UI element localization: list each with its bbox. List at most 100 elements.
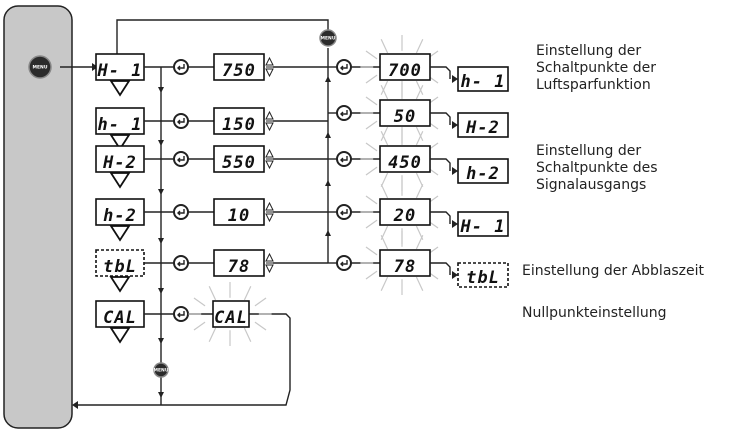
next-display-1: h- 1 bbox=[461, 72, 506, 92]
value-display-5-frame bbox=[213, 249, 265, 277]
enter-button-6[interactable] bbox=[173, 306, 189, 322]
value-adjust-4-down[interactable] bbox=[265, 213, 274, 223]
next-item-arrow-5[interactable] bbox=[109, 276, 131, 293]
confirm-button-2[interactable] bbox=[336, 105, 352, 121]
next-display-5: tbL bbox=[466, 268, 500, 288]
menu-button[interactable] bbox=[28, 55, 52, 79]
cal-blink-ray bbox=[193, 321, 206, 331]
result-display-4-frame bbox=[379, 198, 431, 226]
value-adjust-3-up[interactable] bbox=[265, 148, 274, 158]
enter-icon bbox=[340, 156, 348, 163]
menu-button-bottom[interactable] bbox=[153, 362, 169, 378]
result-blink-4-ray bbox=[380, 184, 389, 199]
confirm-button-3[interactable] bbox=[336, 151, 352, 167]
menu-row-3-frame bbox=[95, 145, 145, 173]
next-display-5-frame bbox=[457, 262, 509, 288]
value-display-3: 550 bbox=[222, 153, 256, 173]
enter-icon bbox=[177, 209, 185, 216]
value-adjust-5-up[interactable] bbox=[265, 252, 274, 262]
result-blink-1-ray bbox=[415, 80, 424, 95]
enter-icon bbox=[177, 311, 185, 318]
enter-icon bbox=[177, 118, 185, 125]
value-adjust-1-up[interactable] bbox=[265, 56, 274, 66]
arrow-head bbox=[452, 121, 458, 129]
next-item-arrow-2[interactable] bbox=[109, 134, 131, 151]
next-item-arrow-3[interactable] bbox=[109, 172, 131, 189]
menu-button-top[interactable] bbox=[319, 29, 337, 47]
luftspar-desc-line1: Einstellung der bbox=[536, 43, 642, 59]
next-display-2: H-2 bbox=[465, 118, 500, 138]
result-blink-3-ray bbox=[415, 131, 424, 146]
bus-arrow bbox=[158, 288, 164, 294]
value-display-2: 150 bbox=[222, 115, 256, 135]
next-item-arrow-1[interactable] bbox=[109, 80, 131, 97]
confirm-button-4[interactable] bbox=[336, 204, 352, 220]
value-display-4: 10 bbox=[228, 206, 250, 226]
result-blink-3-ray bbox=[415, 172, 424, 187]
value-adjust-5-down[interactable] bbox=[265, 264, 274, 274]
result-display-3: 450 bbox=[388, 153, 422, 173]
cal-blink-ray bbox=[254, 321, 267, 331]
next-item-arrow-6[interactable] bbox=[109, 327, 131, 344]
enter-button-3[interactable] bbox=[173, 151, 189, 167]
enter-button-5[interactable] bbox=[173, 255, 189, 271]
enter-button-1[interactable] bbox=[173, 59, 189, 75]
value-adjust-1-down[interactable] bbox=[265, 68, 274, 78]
cal-blink-ray bbox=[193, 297, 206, 307]
value-adjust-2-up[interactable] bbox=[265, 110, 274, 120]
confirm-button-1[interactable] bbox=[336, 59, 352, 75]
result-display-1: 700 bbox=[388, 61, 422, 81]
bus-arrow bbox=[325, 132, 331, 138]
enter-icon bbox=[177, 64, 185, 71]
abblas-desc: Einstellung der Abblaszeit bbox=[522, 263, 705, 279]
result-blink-2-ray bbox=[365, 96, 378, 106]
result-blink-4-ray bbox=[365, 195, 378, 205]
menu-row-4-frame bbox=[95, 198, 145, 226]
cal-blink-ray bbox=[243, 286, 252, 301]
value-display-5: 78 bbox=[228, 257, 250, 277]
result-blink-2-ray bbox=[415, 85, 424, 100]
value-display-4-frame bbox=[213, 198, 265, 226]
elbow-line bbox=[430, 66, 451, 79]
enter-icon bbox=[177, 260, 185, 267]
value-adjust-2-down[interactable] bbox=[265, 122, 274, 132]
arrow-head bbox=[452, 75, 458, 83]
next-item-arrow-4[interactable] bbox=[109, 225, 131, 242]
elbow-line bbox=[430, 158, 451, 171]
enter-icon bbox=[340, 110, 348, 117]
menu-row-2-frame bbox=[95, 107, 145, 135]
confirm-button-5[interactable] bbox=[336, 255, 352, 271]
signal-desc-line2: Schaltpunkte des bbox=[536, 160, 658, 176]
enter-button-4[interactable] bbox=[173, 204, 189, 220]
luftspar-desc-line2: Schaltpunkte der bbox=[536, 60, 656, 76]
next-display-4: H- 1 bbox=[460, 217, 506, 237]
bus-arrow bbox=[158, 189, 164, 195]
result-blink-5-ray bbox=[415, 276, 424, 291]
value-adjust-3-down[interactable] bbox=[265, 160, 274, 170]
result-blink-4-ray bbox=[415, 184, 424, 199]
value-display-1: 750 bbox=[222, 61, 256, 81]
result-blink-3-ray bbox=[365, 142, 378, 152]
cal-value-display-frame bbox=[212, 300, 250, 328]
result-blink-1-ray bbox=[380, 39, 389, 54]
arrow-head bbox=[92, 63, 98, 71]
bus-arrow bbox=[325, 230, 331, 236]
result-blink-1-ray bbox=[415, 39, 424, 54]
arrow-head bbox=[452, 220, 458, 228]
elbow-line bbox=[430, 262, 451, 275]
menu-row-4: h-2 bbox=[103, 206, 137, 226]
next-display-4-frame bbox=[457, 211, 509, 237]
value-adjust-4-up[interactable] bbox=[265, 201, 274, 211]
bus-arrow bbox=[158, 392, 164, 398]
menu-row-3: H-2 bbox=[102, 153, 137, 173]
result-display-2: 50 bbox=[394, 107, 416, 127]
bus-arrow bbox=[325, 180, 331, 186]
bus-arrow bbox=[158, 140, 164, 146]
menu-row-2: h- 1 bbox=[98, 115, 143, 135]
menu-row-5: tbL bbox=[103, 257, 137, 277]
enter-button-2[interactable] bbox=[173, 113, 189, 129]
result-blink-5-ray bbox=[380, 235, 389, 250]
next-display-1-frame bbox=[457, 66, 509, 92]
